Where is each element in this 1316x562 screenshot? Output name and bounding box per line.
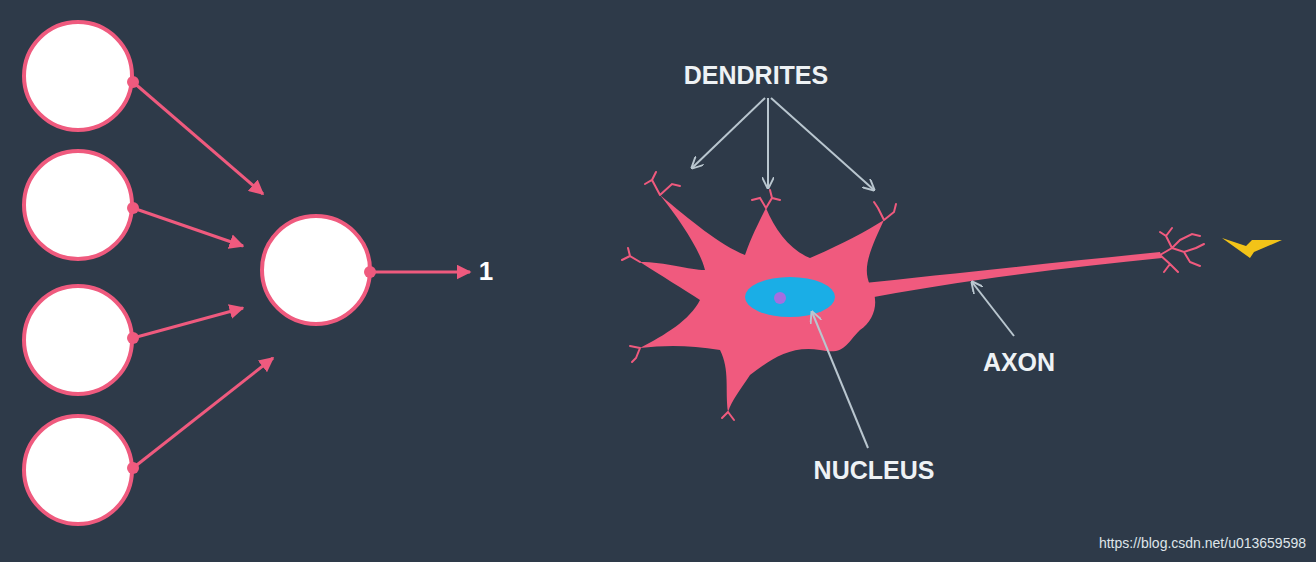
- input-arrow: [133, 208, 243, 246]
- signal-bolt: [1222, 238, 1282, 258]
- part-name: DENDRITES: [684, 61, 828, 90]
- nucleolus-dot: [774, 292, 786, 304]
- connection-dot: [127, 332, 139, 344]
- nucleus-shape: [745, 277, 835, 317]
- input-arrow: [133, 308, 243, 338]
- input-arrow: [133, 358, 273, 468]
- connection-dot: [364, 266, 376, 278]
- dendrite-tips: [622, 172, 1204, 420]
- watermark: https://blog.csdn.net/u013659598: [1099, 535, 1306, 551]
- output-neuron: [262, 216, 370, 324]
- neuron-body: [640, 195, 884, 412]
- connection-dot: [127, 202, 139, 214]
- input-arrow: [133, 82, 263, 194]
- part-name: NUCLEUS: [814, 456, 935, 485]
- part-name: AXON: [983, 348, 1055, 377]
- connection-dot: [127, 462, 139, 474]
- input-neuron: [24, 22, 132, 130]
- neuron-figure: [622, 98, 1282, 448]
- perceptron-figure: [24, 22, 470, 524]
- neuron-axon: [855, 252, 1162, 300]
- output-value: 1: [479, 256, 493, 287]
- input-neuron: [24, 416, 132, 524]
- input-neuron: [24, 151, 132, 259]
- output-arrow: [370, 271, 470, 274]
- connection-dot: [127, 76, 139, 88]
- input-neuron: [24, 286, 132, 394]
- leader-lines: [692, 98, 1014, 448]
